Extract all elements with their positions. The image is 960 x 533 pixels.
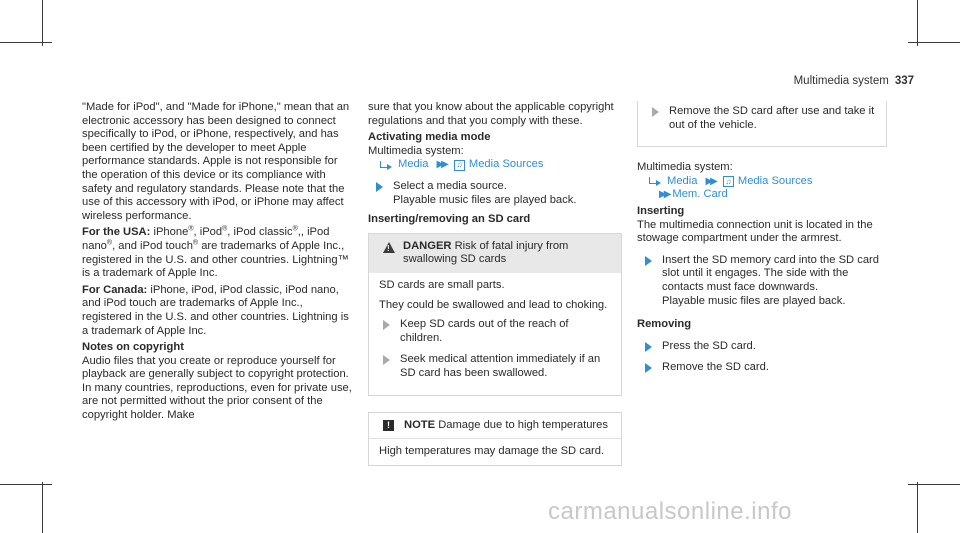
- danger-step: Seek medical attention immediately if an…: [379, 353, 611, 380]
- crop-mark: [42, 0, 43, 46]
- note-box-continued: Remove the SD card after use and take it…: [637, 101, 887, 148]
- note-box: ! NOTE Damage due to high temperatures H…: [368, 411, 622, 466]
- step-text: Select a media source.: [393, 179, 507, 192]
- step-press: Press the SD card.: [637, 340, 887, 354]
- return-arrow-icon: [380, 160, 392, 170]
- usa-paragraph: For the USA: iPhone®, iPod®, iPod classi…: [82, 226, 352, 280]
- reg-mark: ®: [188, 225, 194, 233]
- crop-mark: [917, 482, 918, 533]
- copyright-heading: Notes on copyright: [82, 341, 184, 354]
- step-result: Playable music files are played back.: [393, 193, 577, 206]
- copyright-continued: sure that you know about the applicable …: [368, 101, 614, 127]
- multimedia-system-label: Multimedia system:: [368, 144, 464, 157]
- page-number: 337: [894, 75, 914, 87]
- crop-mark: [0, 42, 52, 43]
- step-text: Press the SD card.: [662, 339, 756, 352]
- reg-mark: ®: [106, 239, 113, 247]
- watermark: carmanualsonline.info: [548, 498, 792, 525]
- reg-mark: ®: [192, 239, 199, 247]
- crop-mark: [0, 484, 52, 485]
- note-title: Damage due to high temperatures: [438, 418, 608, 431]
- note-label: NOTE: [404, 418, 436, 431]
- step-arrow-icon: [376, 181, 383, 192]
- page-header: Multimedia system 337: [794, 75, 914, 89]
- danger-text: They could be swallowed and lead to chok…: [379, 298, 608, 311]
- step-arrow-icon: [645, 255, 652, 266]
- step-arrow-icon: [383, 320, 390, 331]
- exclamation-icon: !: [383, 419, 394, 431]
- danger-title: Risk of fatal injury from swallowing SD …: [403, 239, 569, 266]
- copyright-text: Audio files that you create or reproduce…: [82, 354, 352, 422]
- note-step: Remove the SD card after use and take it…: [648, 105, 876, 132]
- menu-path-card: ▶▶ Mem. Card: [637, 188, 887, 202]
- double-chevron-icon: ▶▶: [705, 175, 718, 187]
- crop-mark: [42, 482, 43, 533]
- return-arrow-icon: [649, 177, 661, 187]
- menu-path: Media ▶▶ ♫ Media Sources: [637, 175, 887, 189]
- reg-mark: ®: [222, 225, 228, 233]
- column-3: Remove the SD card after use and take it…: [637, 101, 887, 381]
- path-media-sources: Media Sources: [737, 174, 813, 187]
- inserting-label: Inserting: [637, 204, 685, 217]
- danger-label: DANGER: [403, 239, 452, 252]
- step-arrow-icon: [652, 107, 659, 117]
- column-1: "Made for iPod", and "Made for iPhone," …: [82, 101, 352, 426]
- warning-triangle-icon: !: [383, 241, 395, 253]
- note-header: ! NOTE Damage due to high temperatures: [369, 412, 621, 440]
- crop-mark: [908, 484, 960, 485]
- double-chevron-icon: ▶▶: [436, 159, 449, 171]
- note-body: High temperatures may damage the SD card…: [369, 439, 621, 465]
- danger-step-text: Seek medical attention immediately if an…: [400, 353, 601, 379]
- usa-label: For the USA:: [82, 226, 151, 239]
- path-media: Media: [398, 158, 429, 171]
- path-media-sources: Media Sources: [468, 158, 544, 171]
- double-chevron-icon: ▶▶: [659, 189, 672, 201]
- step-arrow-icon: [645, 363, 652, 374]
- music-note-icon: ♫: [453, 159, 465, 171]
- danger-step: Keep SD cards out of the reach of childr…: [379, 318, 611, 345]
- canada-paragraph: For Canada: iPhone, iPod, iPod classic, …: [82, 284, 352, 338]
- reg-mark: ®: [292, 225, 298, 233]
- inserting-removing-heading: Inserting/removing an SD card: [368, 213, 531, 226]
- multimedia-system-label: Multimedia system:: [637, 161, 733, 174]
- step-arrow-icon: [645, 341, 652, 352]
- danger-header: ! DANGER Risk of fatal injury from swall…: [369, 233, 621, 273]
- column-2: sure that you know about the applicable …: [368, 101, 622, 466]
- usa-text: , and iPod touch: [112, 239, 193, 252]
- music-note-icon: ♫: [722, 176, 734, 188]
- activating-heading: Activating media mode: [368, 131, 491, 144]
- path-mem-card: Mem. Card: [672, 188, 728, 201]
- danger-step-text: Keep SD cards out of the reach of childr…: [400, 318, 569, 344]
- usa-text: ,: [297, 226, 301, 239]
- usa-text: iPhone: [150, 226, 189, 239]
- usa-text: , iPod nano: [82, 226, 330, 252]
- crop-mark: [908, 42, 960, 43]
- removing-label: Removing: [637, 318, 692, 331]
- canada-text: iPhone, iPod, iPod classic, iPod nano, a…: [82, 283, 349, 337]
- step-text: Insert the SD memory card into the SD ca…: [662, 253, 879, 293]
- danger-body: SD cards are small parts. They could be …: [369, 273, 621, 395]
- step-text: Remove the SD card.: [662, 361, 769, 374]
- step-remove: Remove the SD card.: [637, 361, 887, 375]
- usa-text: , iPod classic: [227, 226, 293, 239]
- step-insert: Insert the SD memory card into the SD ca…: [637, 254, 887, 308]
- danger-text: SD cards are small parts.: [379, 278, 505, 291]
- crop-mark: [917, 0, 918, 46]
- danger-box: ! DANGER Risk of fatal injury from swall…: [368, 232, 622, 396]
- note-text: High temperatures may damage the SD card…: [379, 445, 605, 458]
- usa-text: are trademarks of Apple Inc., registered…: [82, 239, 349, 280]
- section-title: Multimedia system: [793, 75, 889, 87]
- made-for-paragraph: "Made for iPod", and "Made for iPhone," …: [82, 101, 350, 222]
- step-arrow-icon: [383, 355, 390, 366]
- note-step-text: Remove the SD card after use and take it…: [669, 105, 875, 131]
- step-select-source: Select a media source. Playable music fi…: [368, 180, 622, 207]
- inserting-text: The multimedia connection unit is locate…: [637, 218, 873, 245]
- path-media: Media: [667, 174, 698, 187]
- menu-path: Media ▶▶ ♫ Media Sources: [368, 158, 622, 172]
- usa-text: , iPod: [193, 226, 223, 239]
- note-body: Remove the SD card after use and take it…: [638, 101, 886, 146]
- canada-label: For Canada:: [82, 283, 148, 296]
- step-result: Playable music files are played back.: [662, 294, 846, 307]
